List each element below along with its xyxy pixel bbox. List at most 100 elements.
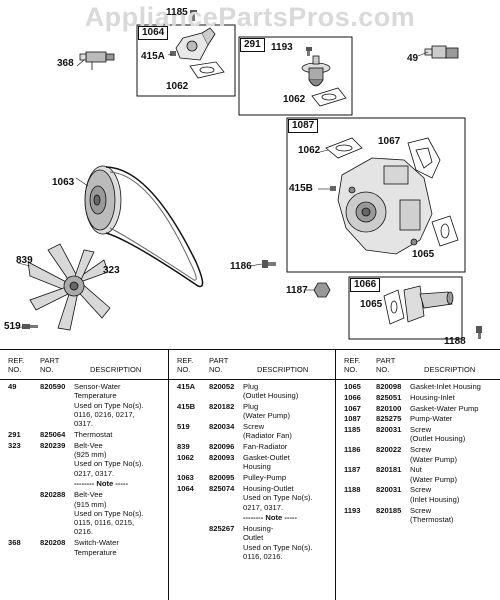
box-291: [238, 36, 353, 116]
description-line: Used on Type No(s).: [74, 459, 144, 469]
description-header: DESCRIPTION: [90, 365, 142, 374]
ref-number: 1188: [344, 485, 361, 495]
ref-number: 1064: [177, 483, 194, 493]
part-description: Nut(Water Pump): [410, 465, 500, 484]
part-description: Screw(Inlet Housing): [410, 485, 500, 504]
part-number: 820181: [376, 465, 402, 475]
description-line: Used on Type No(s).: [74, 400, 144, 410]
screw-1188-icon: [476, 326, 482, 339]
description-line: Pump-Water: [410, 414, 453, 424]
part-description: Screw(Radiator Fan): [243, 422, 335, 441]
diagram-drawing: [13, 10, 482, 340]
description-line: 0217, 0317.: [74, 468, 115, 478]
description-line: (Water Pump): [410, 454, 457, 464]
callout-415a: 415A: [141, 51, 165, 62]
plug-415a-icon: [170, 51, 176, 56]
vee-belt-icon: [105, 166, 204, 288]
ref-number: 1066: [344, 392, 361, 402]
description-line: Thermostat: [74, 429, 113, 439]
ref-header: REF.NO.: [344, 356, 361, 374]
callout-415b: 415B: [289, 183, 313, 194]
vee-belt-inner: [109, 171, 197, 281]
callout-839: 839: [16, 255, 33, 266]
description-line: Plug: [243, 402, 259, 412]
part-number: 820096: [209, 442, 235, 452]
part-number: 820093: [209, 453, 235, 463]
description-line: 0217, 0317.: [243, 502, 284, 512]
part-number: 820098: [376, 382, 402, 391]
ref-number: 1067: [344, 403, 361, 413]
description-line: (Thermostat): [410, 514, 454, 524]
part-description: Screw(Outlet Housing): [410, 425, 500, 444]
screw-1185-icon: [190, 10, 197, 21]
part-description: Housing-Inlet: [410, 393, 500, 402]
description-line: Screw: [410, 505, 432, 515]
box-label-291: 291: [240, 38, 265, 52]
part-description: Gasket-Inlet Housing: [410, 382, 500, 391]
inlet-housing-icon: [403, 285, 454, 323]
part-number: 820031: [376, 425, 402, 435]
callout-1193: 1193: [271, 42, 293, 53]
part-description: Pump-Water: [410, 414, 500, 423]
description-header: DESCRIPTION: [257, 365, 309, 374]
part-number: 820095: [209, 473, 235, 483]
description-line: Housing-Outlet: [243, 483, 294, 493]
radiator-fan-icon: [27, 243, 111, 331]
part-description: Plug(Outlet Housing): [243, 382, 335, 401]
part-description: Gasket-Water Pump: [410, 404, 500, 413]
description-header: DESCRIPTION: [424, 365, 476, 374]
callout-1185: 1185: [166, 7, 188, 18]
description-line: 0115, 0116, 0215,: [74, 518, 135, 528]
description-line: Temperature: [74, 547, 117, 557]
part-number: 825074: [209, 483, 235, 493]
ref-number: 415A: [177, 382, 196, 391]
gasket-1065-icon: [383, 289, 405, 325]
ref-number: 1186: [344, 445, 361, 455]
gasket-1067-icon: [407, 137, 441, 179]
ref-number: [0, 479, 40, 488]
part-number: 820100: [376, 403, 402, 413]
callout-49: 49: [407, 53, 419, 64]
box-label-1087: 1087: [288, 119, 319, 133]
part-description: Fan-Radiator: [243, 442, 335, 451]
nut-1187-icon: [313, 282, 331, 298]
callout-1062: 1062: [283, 94, 306, 105]
part-number: 820022: [376, 445, 402, 455]
part-number: 825275: [376, 414, 402, 424]
description-line: (Inlet Housing): [410, 494, 460, 504]
description-line: (Radiator Fan): [243, 431, 292, 441]
part-description: Belt-Vee(925 mm)Used on Type No(s).0217,…: [74, 441, 168, 478]
description-line: Housing-Inlet: [410, 392, 455, 402]
pump-pulley-icon: [84, 165, 122, 235]
callout-368: 368: [57, 58, 74, 69]
outlet-housing-icon: [175, 27, 216, 61]
part-number: 820239: [40, 440, 66, 450]
ref-number: 519: [177, 422, 190, 432]
callout-519: 519: [4, 321, 21, 332]
screw-1193-icon: [306, 47, 312, 56]
ref-header: REF.NO.: [8, 356, 25, 374]
callout-323: 323: [103, 265, 120, 276]
ref-number: 1063: [177, 473, 194, 483]
part-number: 820052: [209, 382, 235, 391]
part-description: Pulley-Pump: [243, 473, 335, 482]
description-line: Housing: [243, 462, 271, 472]
table-row: 1067 820100 Gasket-Water Pump: [336, 404, 500, 413]
description-line: Gasket-Water Pump: [410, 403, 479, 413]
description-line: (Water Pump): [410, 474, 457, 484]
description-line: Fan-Radiator: [243, 442, 288, 452]
